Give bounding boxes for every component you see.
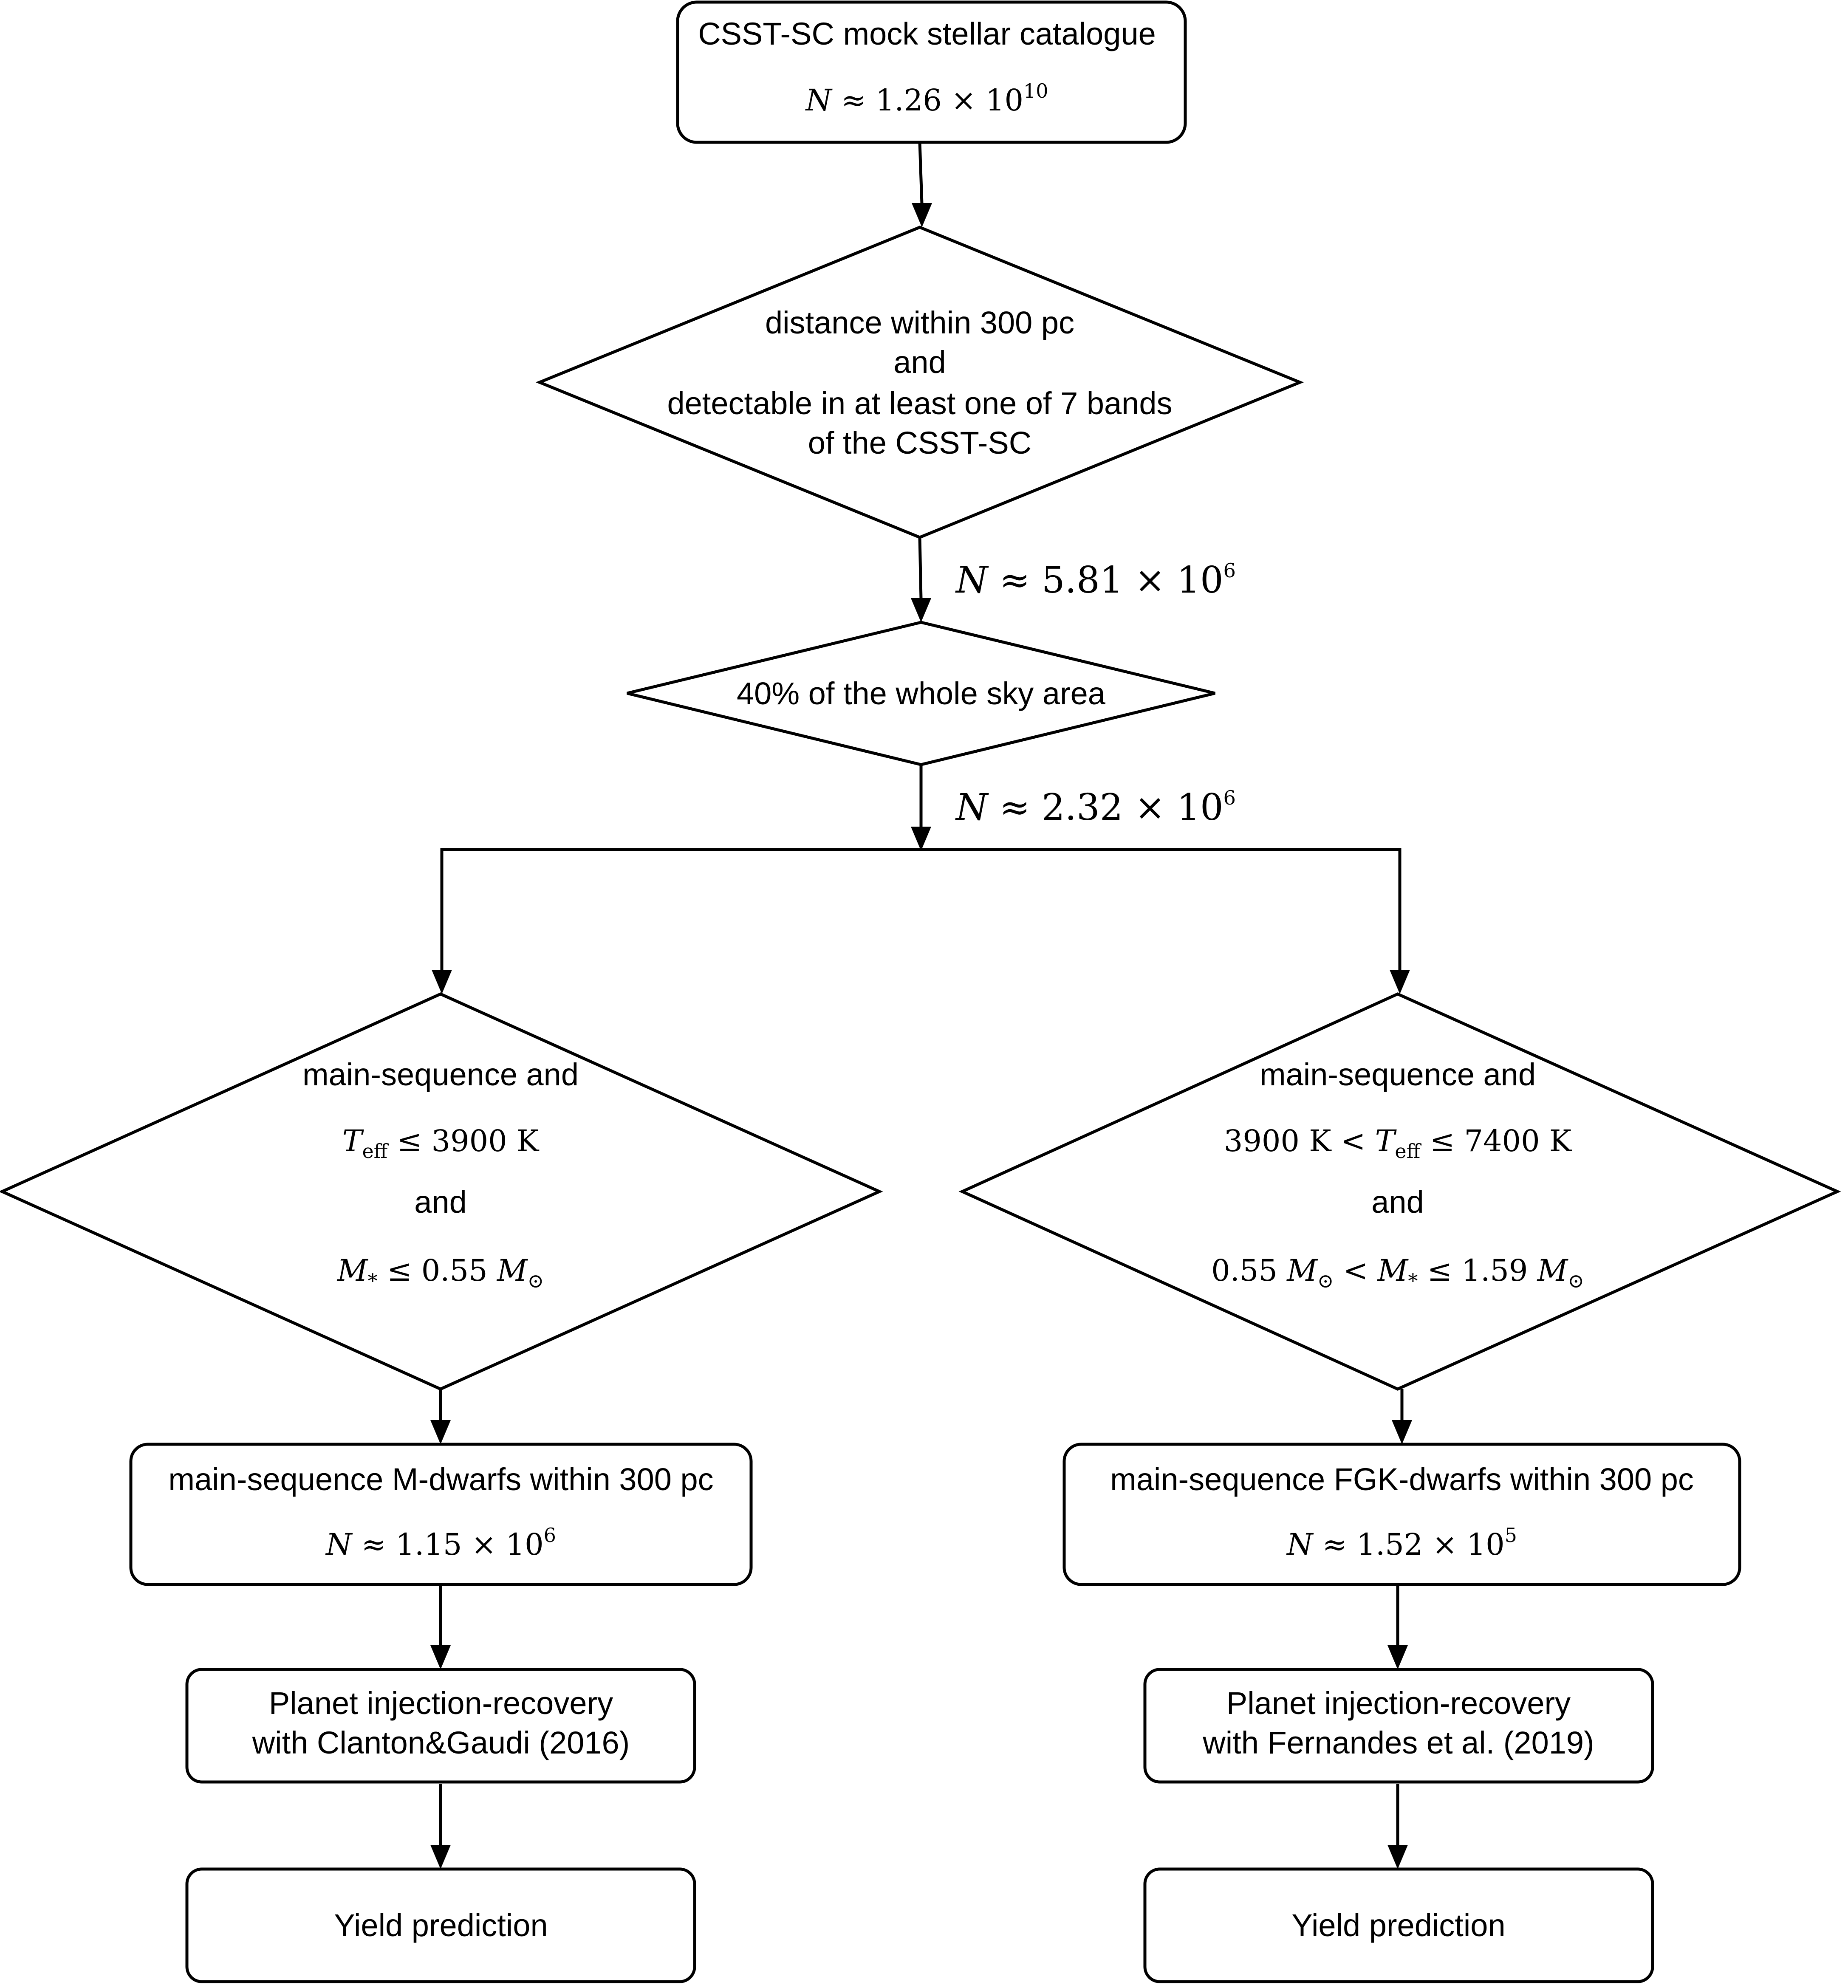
node-yield-m: Yield prediction (185, 1867, 696, 1983)
arrowhead (432, 970, 452, 994)
arrowhead (430, 1845, 451, 1869)
node-inject-fgk: Planet injection-recovery with Fernandes… (1143, 1668, 1654, 1784)
node-distance-cut: distance within 300 pc and detectable in… (535, 226, 1304, 539)
fgk-dwarfs-title: main-sequence FGK-dwarfs within 300 pc (1110, 1462, 1694, 1497)
catalogue-box (676, 0, 1187, 144)
node-fgk-dwarfs: main-sequence FGK-dwarfs within 300 pc N… (1062, 1443, 1741, 1586)
inject-fgk-line-1: Planet injection-recovery (1226, 1686, 1571, 1721)
sky-cut-diamond (627, 621, 1215, 766)
yield-fgk-box (1143, 1867, 1654, 1983)
arrow-distance-to-sky (918, 537, 923, 599)
branch-split-line (440, 848, 1402, 971)
m-cut-mass: M* ≤ 0.55 M⊙ (336, 1253, 544, 1292)
catalogue-count: N ≈ 1.26 × 1010 (805, 79, 1048, 118)
arrowhead (1387, 1845, 1408, 1869)
arrowhead (430, 1420, 451, 1444)
arrowhead (911, 827, 931, 851)
node-inject-m: Planet injection-recovery with Clanton&G… (185, 1668, 696, 1784)
arrowhead (430, 1645, 451, 1669)
node-fgk-dwarf-cut: main-sequence and 3900 K < Teff ≤ 7400 K… (958, 992, 1841, 1391)
node-m-dwarfs: main-sequence M-dwarfs within 300 pc N ≈… (129, 1443, 753, 1586)
node-m-dwarf-cut: main-sequence and Teff ≤ 3900 K and M* ≤… (0, 992, 883, 1391)
count-after-sky: N ≈ 2.32 × 106 (955, 786, 1236, 829)
yield-m-label: Yield prediction (334, 1908, 548, 1943)
distance-cut-line-4: of the CSST-SC (808, 425, 1031, 460)
yield-fgk-label: Yield prediction (1291, 1908, 1505, 1943)
node-catalogue: CSST-SC mock stellar catalogue N ≈ 1.26 … (676, 0, 1187, 144)
arrowhead (911, 598, 931, 622)
arrow-catalogue-to-distance (918, 142, 924, 204)
distance-cut-line-3: detectable in at least one of 7 bands (667, 386, 1173, 421)
m-dwarfs-title: main-sequence M-dwarfs within 300 pc (168, 1462, 713, 1497)
fgk-cut-line-1: main-sequence and (1260, 1057, 1536, 1092)
inject-fgk-line-2: with Fernandes et al. (2019) (1202, 1725, 1594, 1760)
inject-m-line-2: with Clanton&Gaudi (2016) (252, 1725, 630, 1760)
count-after-distance: N ≈ 5.81 × 106 (955, 559, 1236, 601)
distance-cut-diamond (535, 226, 1304, 539)
fgk-dwarfs-count: N ≈ 1.52 × 105 (1286, 1524, 1517, 1562)
connectors (430, 142, 1412, 1869)
m-dwarfs-box (129, 1443, 753, 1586)
arrowhead (912, 203, 932, 227)
fgk-dwarfs-box (1062, 1443, 1741, 1586)
arrowhead (1390, 970, 1410, 994)
m-dwarf-cut-diamond (0, 992, 883, 1391)
arrowhead (1392, 1420, 1412, 1444)
inject-m-box (185, 1668, 696, 1784)
m-cut-and: and (414, 1184, 466, 1220)
arrowhead (1387, 1645, 1408, 1669)
inject-fgk-box (1143, 1668, 1654, 1784)
node-sky-cut: 40% of the whole sky area (627, 621, 1215, 766)
fgk-dwarf-cut-diamond (958, 992, 1841, 1391)
distance-cut-line-1: distance within 300 pc (765, 305, 1074, 340)
fgk-cut-and: and (1371, 1184, 1424, 1220)
node-yield-fgk: Yield prediction (1143, 1867, 1654, 1983)
fgk-cut-teff: 3900 K < Teff ≤ 7400 K (1224, 1124, 1572, 1163)
catalogue-title: CSST-SC mock stellar catalogue (698, 16, 1156, 51)
m-dwarfs-count: N ≈ 1.15 × 106 (325, 1524, 556, 1562)
yield-m-box (185, 1867, 696, 1983)
m-cut-teff: Teff ≤ 3900 K (342, 1124, 540, 1163)
inject-m-line-1: Planet injection-recovery (269, 1686, 613, 1721)
distance-cut-line-2: and (893, 345, 946, 380)
sky-cut-label: 40% of the whole sky area (737, 676, 1106, 711)
fgk-cut-mass: 0.55 M⊙ < M* ≤ 1.59 M⊙ (1211, 1253, 1584, 1292)
m-cut-line-1: main-sequence and (302, 1057, 579, 1092)
